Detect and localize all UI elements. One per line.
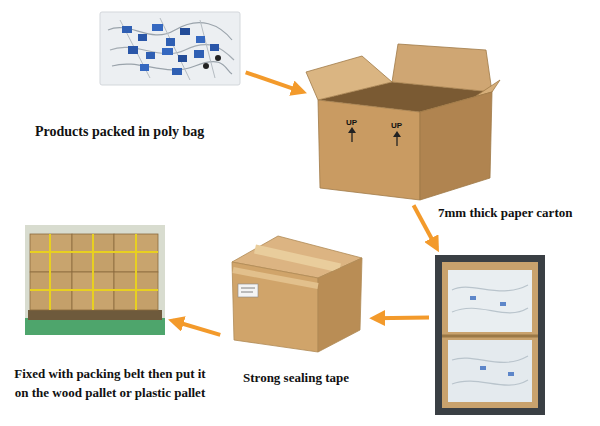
poly-bag-photo-part	[120, 18, 215, 80]
poly-bag-photo-part	[100, 12, 240, 85]
pallet-photo-part	[30, 251, 158, 253]
pallet-photo-part	[30, 289, 158, 291]
pallet-photo-part	[25, 318, 165, 335]
packed-carton-photo-part	[442, 335, 538, 338]
sealed-carton	[232, 236, 362, 352]
poly-bag-photo-part	[210, 44, 219, 51]
poly-bag-photo-part	[215, 55, 221, 61]
sealed-carton-part	[233, 270, 318, 286]
packed-carton-photo-part	[508, 372, 514, 376]
packed-carton-photo-part	[435, 255, 545, 415]
poly-bag-photo-part	[178, 55, 187, 62]
box-marking: UP	[346, 118, 357, 128]
packed-carton-photo-part	[452, 285, 528, 385]
poly-bag-photo-part	[108, 23, 232, 40]
box-marking: UP	[391, 121, 402, 131]
step-box: Strong sealing tape	[226, 226, 366, 356]
poly-bag-photo-part	[122, 26, 132, 33]
poly-bag-photo-part	[194, 50, 204, 58]
poly-bag-photo-part	[172, 68, 182, 75]
poly-bag-photo-part	[146, 52, 155, 59]
packed-carton-photo-part	[470, 296, 476, 300]
step-caption: Strong sealing tape	[216, 368, 376, 387]
packed-carton-photo-part	[500, 302, 506, 306]
packed-carton-photo-part	[480, 366, 486, 370]
pallet-photo	[25, 225, 165, 335]
packed-carton-photo-part	[448, 270, 532, 332]
poly-bag-photo-part	[110, 45, 234, 60]
sealed-carton-part	[255, 249, 340, 268]
step-box: UP UP	[310, 40, 500, 200]
sealed-carton-part	[232, 262, 318, 352]
sealed-carton-part	[241, 292, 253, 293]
flow-arrow	[173, 321, 221, 335]
packed-carton-photo-part	[442, 262, 538, 408]
poly-bag-photo-part	[128, 46, 138, 54]
flow-arrow	[414, 205, 437, 248]
sealed-carton-part	[318, 258, 362, 352]
open-carton-part	[318, 100, 420, 200]
poly-bag-photo-part	[138, 34, 147, 41]
step-box: 7mm thick paper carton	[435, 255, 545, 415]
sealed-carton-part	[238, 284, 258, 297]
step-caption: Fixed with packing belt then put it on t…	[8, 364, 212, 402]
pallet-photo-part	[135, 234, 137, 310]
poly-bag-photo	[100, 12, 240, 85]
pallet-photo-part	[49, 234, 51, 310]
step-box: Products packed in poly bag	[100, 12, 240, 85]
poly-bag-photo-part	[196, 36, 205, 43]
poly-bag-photo-part	[152, 24, 163, 31]
open-carton-part	[393, 131, 401, 137]
poly-bag-photo-part	[180, 28, 190, 35]
poly-bag-photo-part	[166, 38, 175, 46]
poly-bag-photo-part	[140, 64, 149, 71]
packed-carton-photo-part	[448, 340, 532, 402]
pallet-photo-part	[28, 310, 162, 320]
flow-arrow	[246, 72, 303, 91]
open-carton	[306, 44, 500, 200]
sealed-carton-part	[241, 288, 255, 289]
open-carton-part	[392, 44, 492, 92]
poly-bag-photo-part	[162, 48, 173, 55]
pallet-photo-part	[92, 234, 94, 310]
flow-arrow	[374, 315, 429, 320]
pallet-photo-part	[25, 225, 165, 335]
step-caption: Products packed in poly bag	[35, 122, 265, 141]
poly-bag-photo-part	[203, 63, 209, 69]
step-caption: 7mm thick paper carton	[438, 203, 596, 222]
open-carton-part	[306, 56, 392, 100]
open-carton-part	[420, 92, 492, 200]
packed-carton-photo	[435, 255, 545, 415]
open-carton-part	[348, 127, 356, 133]
step-box: Fixed with packing belt then put it on t…	[25, 225, 165, 335]
